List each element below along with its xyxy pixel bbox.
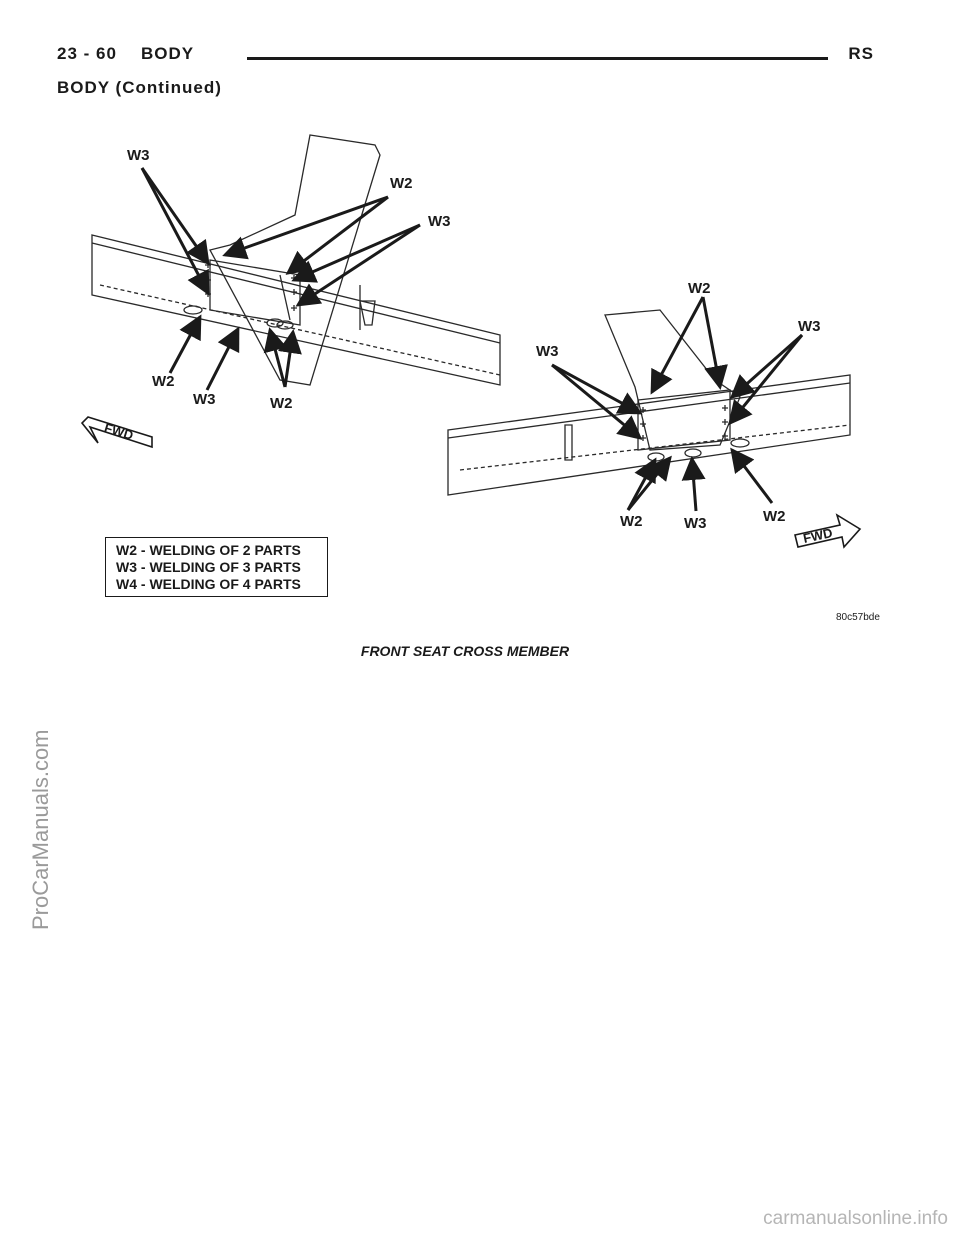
label-w3: W3 xyxy=(428,213,451,230)
fwd-arrow-left xyxy=(80,416,153,449)
legend-item: W3 - WELDING OF 3 PARTS xyxy=(116,559,301,575)
weld-diagram: W3 W2 W3 W2 W3 W2 W2 W3 W3 W2 W3 W2 FWD … xyxy=(60,125,900,645)
label-w3: W3 xyxy=(536,343,559,360)
left-assembly xyxy=(91,134,501,386)
page-number: 23 - 60 xyxy=(57,44,117,64)
figure-code: 80c57bde xyxy=(836,612,880,623)
right-assembly xyxy=(447,309,851,496)
label-w2: W2 xyxy=(390,175,413,192)
cross-member-drawing xyxy=(80,134,862,549)
label-w2: W2 xyxy=(620,513,643,530)
legend-item: W2 - WELDING OF 2 PARTS xyxy=(116,542,301,558)
figure-caption: FRONT SEAT CROSS MEMBER xyxy=(360,643,570,659)
side-watermark: ProCarManuals.com xyxy=(28,729,53,930)
model-code: RS xyxy=(848,44,874,64)
label-w3: W3 xyxy=(798,318,821,335)
label-w2: W2 xyxy=(763,508,786,525)
page-header: 23 - 60 BODY RS xyxy=(57,44,874,72)
legend-item: W4 - WELDING OF 4 PARTS xyxy=(116,576,301,592)
header-rule xyxy=(247,57,828,60)
fwd-arrow-right xyxy=(794,513,862,549)
label-w3: W3 xyxy=(193,391,216,408)
bottom-watermark: carmanualsonline.info xyxy=(763,1208,948,1229)
label-w2: W2 xyxy=(688,280,711,297)
weld-legend: W2 - WELDING OF 2 PARTS W3 - WELDING OF … xyxy=(105,537,328,597)
label-w2: W2 xyxy=(270,395,293,412)
section-title: BODY xyxy=(141,44,195,64)
label-w3: W3 xyxy=(684,515,707,532)
label-w3: W3 xyxy=(127,147,150,164)
continued-heading: BODY (Continued) xyxy=(57,78,222,97)
label-w2: W2 xyxy=(152,373,175,390)
weld-arrows xyxy=(140,167,804,512)
